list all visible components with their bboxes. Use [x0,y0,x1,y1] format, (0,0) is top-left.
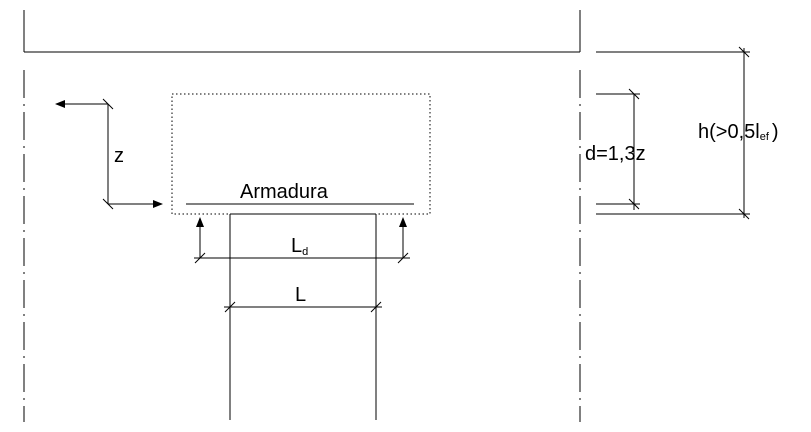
armadura-label: Armadura [240,181,329,203]
ld-label-subscript: d [302,246,308,258]
l-tick-right [370,301,382,313]
d-label: d=1,3z [585,143,646,165]
d-tick-bottom [628,198,640,210]
h-tick-top [738,46,750,58]
h-tick-bottom [738,208,750,220]
h-label-suffix: ) [772,121,779,143]
h-label-prefix: h(>0,5l [698,121,760,143]
ld-tick-right [397,252,409,264]
d-tick-top [628,88,640,100]
z-tick-bottom [102,198,114,210]
ld-label: Ld [291,235,308,258]
dotted-zone-box [171,93,431,215]
l-label: L [295,284,306,306]
z-label: z [114,145,124,167]
l-tick-left [224,301,236,313]
ld-label-main: L [291,235,302,257]
z-tick-top [102,98,114,110]
h-label-subscript: ef [760,131,770,143]
ld-tick-left [194,252,206,264]
h-label: h(>0,5lef) [698,121,779,143]
